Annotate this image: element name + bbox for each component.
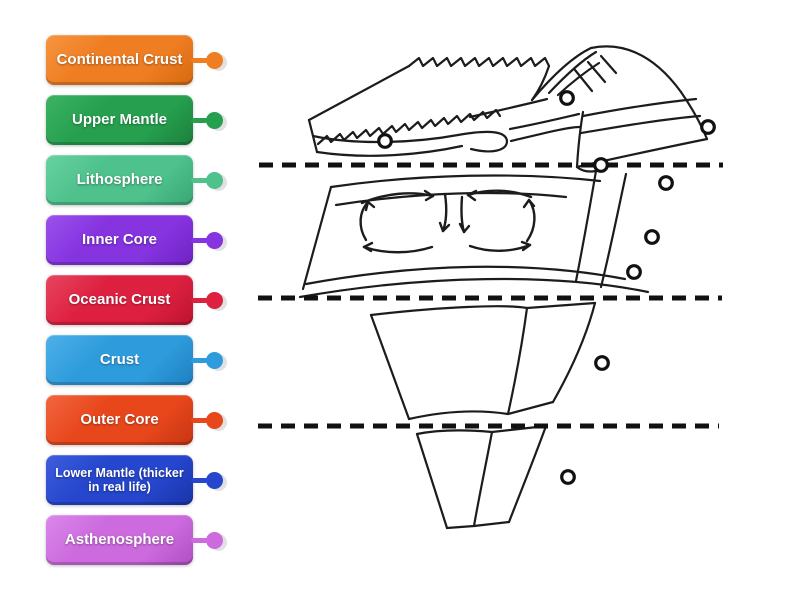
connector-dot[interactable]: [206, 291, 223, 309]
answer-target[interactable]: [593, 157, 609, 173]
label-chip-lower-mantle[interactable]: Lower Mantle (thicker in real life): [46, 455, 223, 505]
connector-stem: [191, 417, 208, 423]
answer-target[interactable]: [560, 469, 576, 485]
answer-target[interactable]: [594, 355, 610, 371]
connector-stem: [191, 117, 208, 123]
answer-target[interactable]: [700, 119, 716, 135]
connector-stem: [191, 537, 208, 543]
label-chip-asthenosphere[interactable]: Asthenosphere: [46, 515, 223, 565]
label-list: Continental Crust Upper Mantle Lithosphe…: [46, 35, 223, 565]
label-text: Outer Core: [80, 410, 159, 428]
answer-target[interactable]: [377, 133, 393, 149]
connector-dot[interactable]: [206, 411, 223, 429]
label-text: Lower Mantle (thicker in real life): [55, 466, 184, 494]
connector-stem: [191, 57, 208, 63]
connector-dot[interactable]: [206, 231, 223, 249]
answer-target[interactable]: [658, 175, 674, 191]
answer-target[interactable]: [626, 264, 642, 280]
label-chip-oceanic-crust[interactable]: Oceanic Crust: [46, 275, 223, 325]
connector-stem: [191, 477, 208, 483]
earth-layers-sketch: [298, 45, 709, 530]
label-text: Upper Mantle: [71, 110, 167, 128]
connector-dot[interactable]: [206, 351, 223, 369]
label-chip-continental-crust[interactable]: Continental Crust: [46, 35, 223, 85]
label-text: Lithosphere: [76, 170, 163, 188]
label-chip-inner-core[interactable]: Inner Core: [46, 215, 223, 265]
label-chip-lithosphere[interactable]: Lithosphere: [46, 155, 223, 205]
label-text: Crust: [99, 350, 140, 368]
connector-dot[interactable]: [206, 171, 223, 189]
answer-target[interactable]: [559, 90, 575, 106]
label-text: Inner Core: [81, 230, 157, 248]
label-chip-upper-mantle[interactable]: Upper Mantle: [46, 95, 223, 145]
label-chip-crust[interactable]: Crust: [46, 335, 223, 385]
answer-targets: [377, 90, 716, 485]
connector-stem: [191, 177, 208, 183]
connector-dot[interactable]: [206, 471, 223, 489]
connector-stem: [191, 237, 208, 243]
label-text: Asthenosphere: [64, 530, 175, 548]
label-text: Continental Crust: [56, 50, 183, 68]
connector-stem: [191, 357, 208, 363]
label-text: Oceanic Crust: [68, 290, 171, 308]
label-chip-outer-core[interactable]: Outer Core: [46, 395, 223, 445]
answer-target[interactable]: [644, 229, 660, 245]
boundary-dashed-lines: [258, 162, 723, 429]
connector-dot[interactable]: [206, 51, 223, 69]
connector-dot[interactable]: [206, 111, 223, 129]
connector-dot[interactable]: [206, 531, 223, 549]
connector-stem: [191, 297, 208, 303]
